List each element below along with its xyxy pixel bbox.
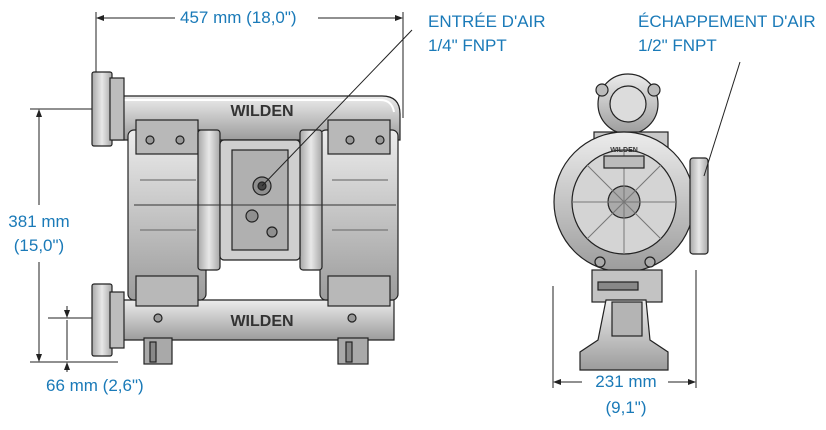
foot-left — [143, 337, 173, 365]
brand-logo-side: WILDEN — [610, 147, 638, 154]
air-exhaust-leader — [703, 61, 741, 177]
air-inlet-callout-2: 1/4" FNPT — [428, 36, 507, 55]
air-exhaust-callout-2: 1/2" FNPT — [638, 36, 717, 55]
brand-logo-top: WILDEN — [230, 103, 293, 120]
dim-bottom-left: 66 mm (2,6") — [46, 376, 144, 395]
air-inlet-callout-1: ENTRÉE D'AIR — [428, 12, 546, 31]
clamp-right — [299, 129, 323, 271]
dim-height-label-2: (15,0") — [13, 236, 65, 255]
air-inlet-leader — [261, 29, 413, 187]
top-flange — [91, 71, 113, 147]
pump-side-view — [553, 73, 709, 371]
dim-width-bottom-1: 231 mm — [595, 372, 657, 391]
bottom-flange — [91, 283, 113, 357]
dimension-arrows-front — [36, 15, 403, 370]
air-exhaust-callout-1: ÉCHAPPEMENT D'AIR — [638, 12, 816, 31]
left-chamber — [127, 129, 207, 301]
dim-width-top: 457 mm (18,0") — [180, 8, 297, 27]
right-chamber — [319, 129, 399, 301]
dimension-lines-front — [30, 12, 404, 372]
dim-width-bottom-2: (9,1") — [605, 398, 647, 417]
foot-right — [337, 337, 369, 365]
dimension-arrows-side — [553, 379, 696, 385]
dim-height-label-1: 381 mm — [8, 212, 70, 231]
brand-logo-bottom: WILDEN — [230, 313, 293, 330]
pump-front-view — [91, 71, 401, 365]
clamp-left — [197, 129, 221, 271]
air-exhaust-port — [689, 157, 709, 255]
